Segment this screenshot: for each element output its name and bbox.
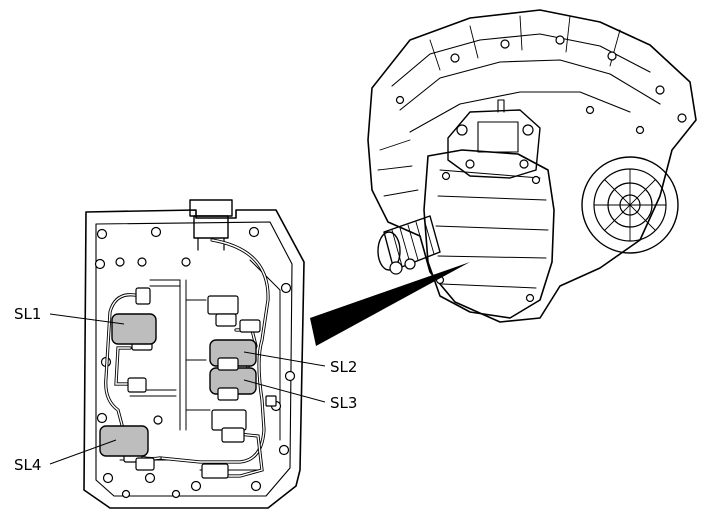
label-sl1: SL1 [14, 305, 41, 323]
leader-line-sl2 [243, 351, 326, 367]
solenoid-sl1 [111, 313, 157, 345]
label-sl2: SL2 [330, 358, 357, 376]
leader-line-sl4 [49, 439, 117, 465]
label-sl3: SL3 [330, 394, 357, 412]
transmission-illustration [367, 9, 697, 323]
label-sl4: SL4 [14, 456, 41, 474]
solenoid-sl4 [99, 425, 149, 457]
leader-line-sl1 [49, 313, 125, 325]
valve-body-plate [83, 199, 305, 509]
callout-wedge [310, 262, 470, 346]
leader-line-sl3 [243, 379, 326, 403]
